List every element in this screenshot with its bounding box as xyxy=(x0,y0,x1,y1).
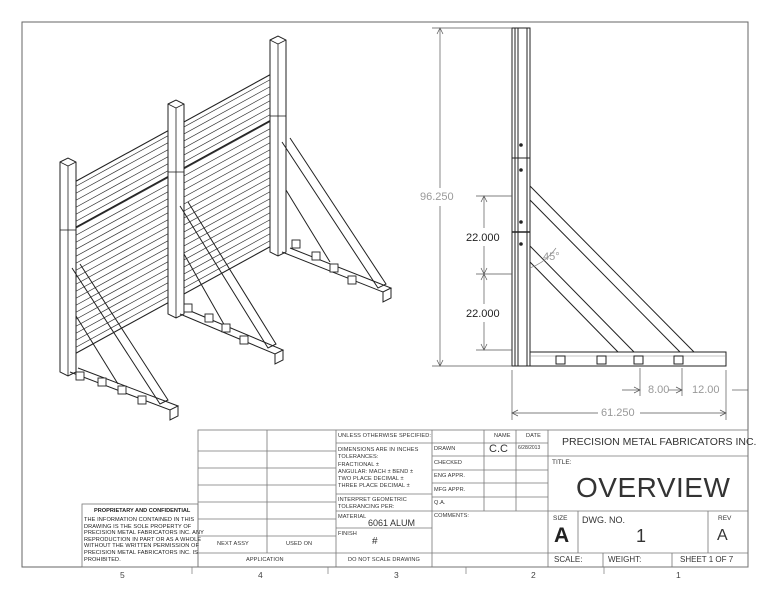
next-assy-label: NEXT ASSY xyxy=(217,541,249,547)
dwg-no-value: 1 xyxy=(636,526,647,546)
drawing-title: OVERVIEW xyxy=(576,472,731,503)
side-view-brace xyxy=(529,185,695,353)
fractional-tolerance: FRACTIONAL ± xyxy=(338,462,380,468)
dwg-no-label: DWG. NO. xyxy=(582,515,625,525)
angular-tolerance: ANGULAR: MACH ± BEND ± xyxy=(338,469,414,475)
proprietary-line: THE INFORMATION CONTAINED IN THIS xyxy=(84,517,195,523)
finish-value: # xyxy=(372,536,378,547)
proprietary-line: PRECISION METAL FABRICATORS INC. IS xyxy=(84,549,198,556)
isometric-view xyxy=(59,35,393,421)
proprietary-line: DRAWING IS THE SOLE PROPERTY OF xyxy=(84,523,192,530)
interpret-geometric-label: INTERPRET GEOMETRIC xyxy=(338,497,407,503)
material-label: MATERIAL xyxy=(338,514,367,520)
title-label: TITLE: xyxy=(552,459,572,466)
proprietary-line: PROHIBITED. xyxy=(84,556,121,563)
tolerancing-per-label: TOLERANCING PER: xyxy=(338,504,395,510)
three-place-tolerance: THREE PLACE DECIMAL ± xyxy=(338,483,410,489)
dimensions-in-inches-label: DIMENSIONS ARE IN INCHES xyxy=(338,447,419,453)
zone-ticks xyxy=(191,567,605,574)
proprietary-text: THE INFORMATION CONTAINED IN THIS DRAWIN… xyxy=(84,517,204,563)
title-block-grid xyxy=(81,429,749,568)
rev-value: A xyxy=(717,527,728,544)
drawn-date-value: 6/28/2013 xyxy=(518,445,541,451)
two-place-tolerance: TWO PLACE DECIMAL ± xyxy=(338,476,404,482)
side-view-post xyxy=(511,27,531,367)
zone-label: 5 xyxy=(120,570,125,580)
isometric-post-edges xyxy=(59,39,287,376)
dim-base-length: 61.250 xyxy=(601,407,635,419)
dim-spacing-2: 12.00 xyxy=(692,384,720,396)
dim-upper-spacing: 22.000 xyxy=(466,232,500,244)
proprietary-line: REPRODUCTION IN PART OR AS A WHOLE xyxy=(84,536,202,543)
zone-label: 2 xyxy=(531,570,536,580)
mfg-appr-label: MFG APPR. xyxy=(434,487,466,493)
proprietary-line: WITHOUT THE WRITTEN PERMISSION OF xyxy=(84,543,199,550)
size-value: A xyxy=(554,524,570,547)
zone-label: 4 xyxy=(258,570,263,580)
name-header: NAME xyxy=(494,433,511,439)
scale-label: SCALE: xyxy=(554,555,583,564)
side-view xyxy=(511,27,727,367)
checked-label: CHECKED xyxy=(434,460,463,466)
sheet-number: SHEET 1 OF 7 xyxy=(680,555,734,564)
dim-brace-angle: 45° xyxy=(543,251,560,263)
isometric-posts xyxy=(59,35,287,377)
used-on-label: USED ON xyxy=(286,541,313,547)
dimension-lines xyxy=(432,27,748,420)
weight-label: WEIGHT: xyxy=(608,555,642,564)
qa-label: Q.A. xyxy=(434,500,446,506)
size-label: SIZE xyxy=(553,515,568,522)
dim-spacing-1: 8.00 xyxy=(648,384,670,396)
application-label: APPLICATION xyxy=(246,557,284,563)
do-not-scale-label: DO NOT SCALE DRAWING xyxy=(348,557,420,563)
unless-specified-label: UNLESS OTHERWISE SPECIFIED: xyxy=(338,433,432,439)
dim-overall-height: 96.250 xyxy=(420,191,454,203)
side-view-clips xyxy=(555,355,684,365)
dim-lower-spacing: 22.000 xyxy=(466,308,500,320)
zone-label: 1 xyxy=(676,570,681,580)
finish-label: FINISH xyxy=(338,531,357,537)
proprietary-line: PRECISION METAL FABRICATORS INC. ANY xyxy=(84,530,204,537)
isometric-clips xyxy=(75,239,357,405)
isometric-braces xyxy=(71,137,387,405)
drawn-by-value: C.C xyxy=(489,443,508,455)
date-header: DATE xyxy=(526,433,541,439)
eng-appr-label: ENG APPR. xyxy=(434,473,466,479)
zone-label: 3 xyxy=(394,570,399,580)
comments-label: COMMENTS: xyxy=(434,513,470,519)
company-name: PRECISION METAL FABRICATORS INC. xyxy=(562,436,757,448)
drawn-label: DRAWN xyxy=(434,446,456,452)
proprietary-heading: PROPRIETARY AND CONFIDENTIAL xyxy=(94,508,191,514)
rev-label: REV xyxy=(718,515,732,522)
tolerances-label: TOLERANCES: xyxy=(338,454,379,460)
material-value: 6061 ALUM xyxy=(368,518,416,528)
